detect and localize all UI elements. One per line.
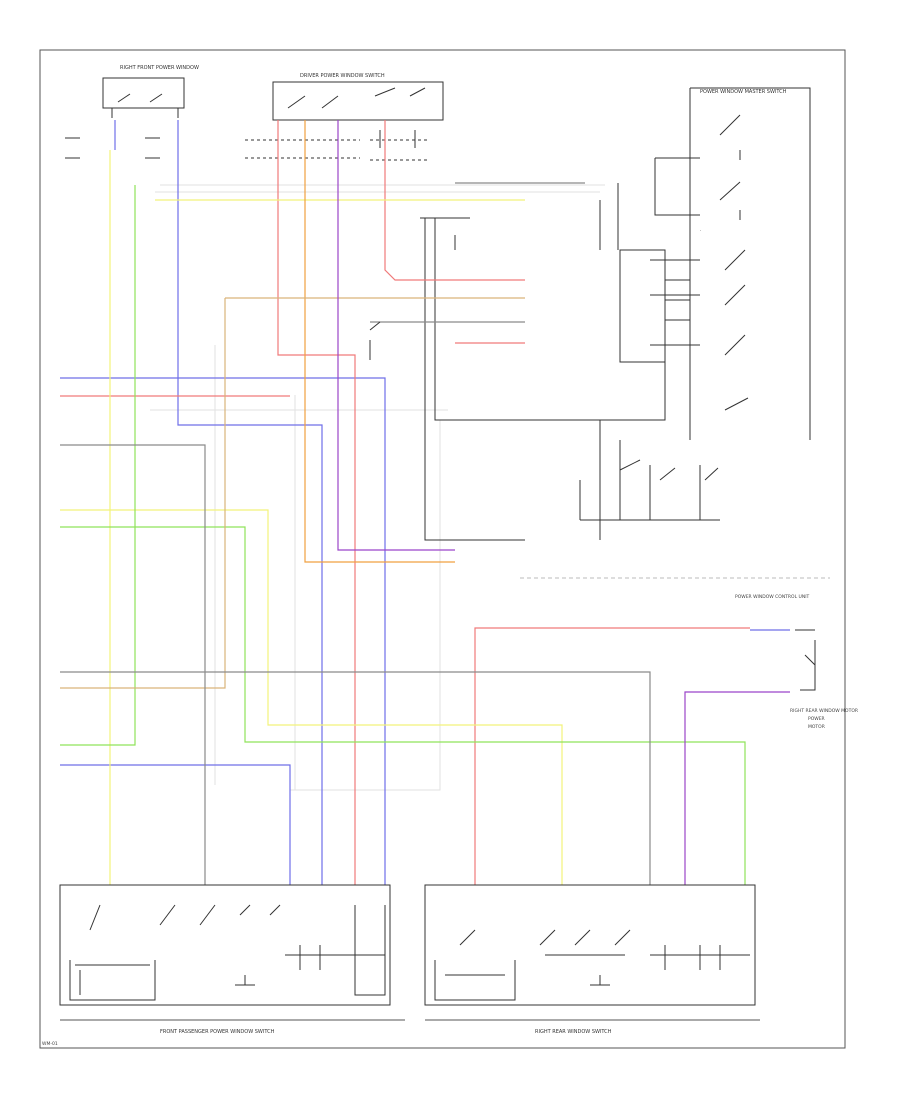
- top-center-component-box: [272, 81, 444, 121]
- bottom-left-switch: FRONT PASSENGER POWER WINDOW SWITCH: [59, 884, 405, 1035]
- top-center-component-label: DRIVER POWER WINDOW SWITCH: [300, 73, 385, 79]
- right-rear-motor-label-1: RIGHT REAR WINDOW MOTOR: [790, 708, 858, 714]
- wire-green-2: [60, 526, 746, 885]
- master-switch-contacts: [719, 114, 749, 411]
- background-guides: [150, 184, 605, 791]
- top-left-component: RIGHT FRONT POWER WINDOW: [65, 65, 199, 159]
- bottom-left-switch-box: [59, 884, 391, 1006]
- wire-tan-2: [60, 298, 226, 689]
- wire-purple-1: [337, 120, 455, 551]
- bottom-left-switch-contacts: [69, 904, 386, 1001]
- master-switch-internal-wiring: [650, 157, 700, 400]
- wire-blue-4: [60, 764, 291, 885]
- wire-yellow-3: [60, 509, 563, 885]
- right-rear-motor-label-2: POWER: [808, 716, 825, 722]
- bottom-right-switch-contacts: [434, 929, 750, 1001]
- master-switch-component: POWER WINDOW MASTER SWITCH ·: [650, 87, 811, 440]
- center-relay-contacts: [369, 217, 470, 360]
- master-switch-outline: [689, 87, 811, 440]
- wire-red-4: [474, 627, 750, 885]
- top-left-component-label: RIGHT FRONT POWER WINDOW: [120, 65, 199, 71]
- wire-green-1: [60, 185, 136, 746]
- top-left-terminal-marks: [65, 137, 160, 159]
- wire-blue-2: [177, 120, 323, 885]
- wire-red-2: [384, 120, 525, 281]
- right-rear-motor: RIGHT REAR WINDOW MOTOR POWER MOTOR POWE…: [735, 594, 858, 730]
- control-unit-label: POWER WINDOW CONTROL UNIT: [735, 594, 810, 600]
- bottom-right-switch-box: [424, 884, 756, 1006]
- master-switch-text-1: ·: [700, 229, 701, 234]
- bottom-right-switch: RIGHT REAR WINDOW SWITCH: [424, 884, 760, 1035]
- control-unit-wiring: [434, 183, 690, 421]
- top-left-switch-contacts: [111, 93, 179, 118]
- bottom-right-switch-label: RIGHT REAR WINDOW SWITCH: [535, 1029, 612, 1035]
- corner-code: WM-01: [42, 1041, 58, 1047]
- master-switch-label: POWER WINDOW MASTER SWITCH: [700, 89, 787, 95]
- control-unit-box: [619, 249, 666, 363]
- control-unit-switch-network: [579, 420, 720, 540]
- right-rear-motor-symbol: [795, 629, 816, 691]
- wire-purple-2: [684, 691, 790, 885]
- bottom-left-switch-label: FRONT PASSENGER POWER WINDOW SWITCH: [160, 1029, 275, 1035]
- control-unit: [424, 183, 720, 541]
- top-left-component-box: [102, 77, 185, 109]
- control-unit-ground-run: [424, 218, 525, 541]
- top-center-switch-contacts: [287, 87, 426, 148]
- center-relay: [369, 217, 470, 360]
- right-rear-motor-label-3: MOTOR: [808, 724, 825, 730]
- top-center-component: DRIVER POWER WINDOW SWITCH: [245, 73, 444, 161]
- wire-gray-2: [60, 671, 651, 885]
- wire-orange-1: [304, 120, 455, 563]
- wire-gray-1: [60, 444, 206, 885]
- wire-blue-3: [60, 377, 386, 885]
- wire-runs: [60, 120, 790, 885]
- wire-red-1: [277, 120, 356, 885]
- diagram-frame: [39, 49, 846, 1049]
